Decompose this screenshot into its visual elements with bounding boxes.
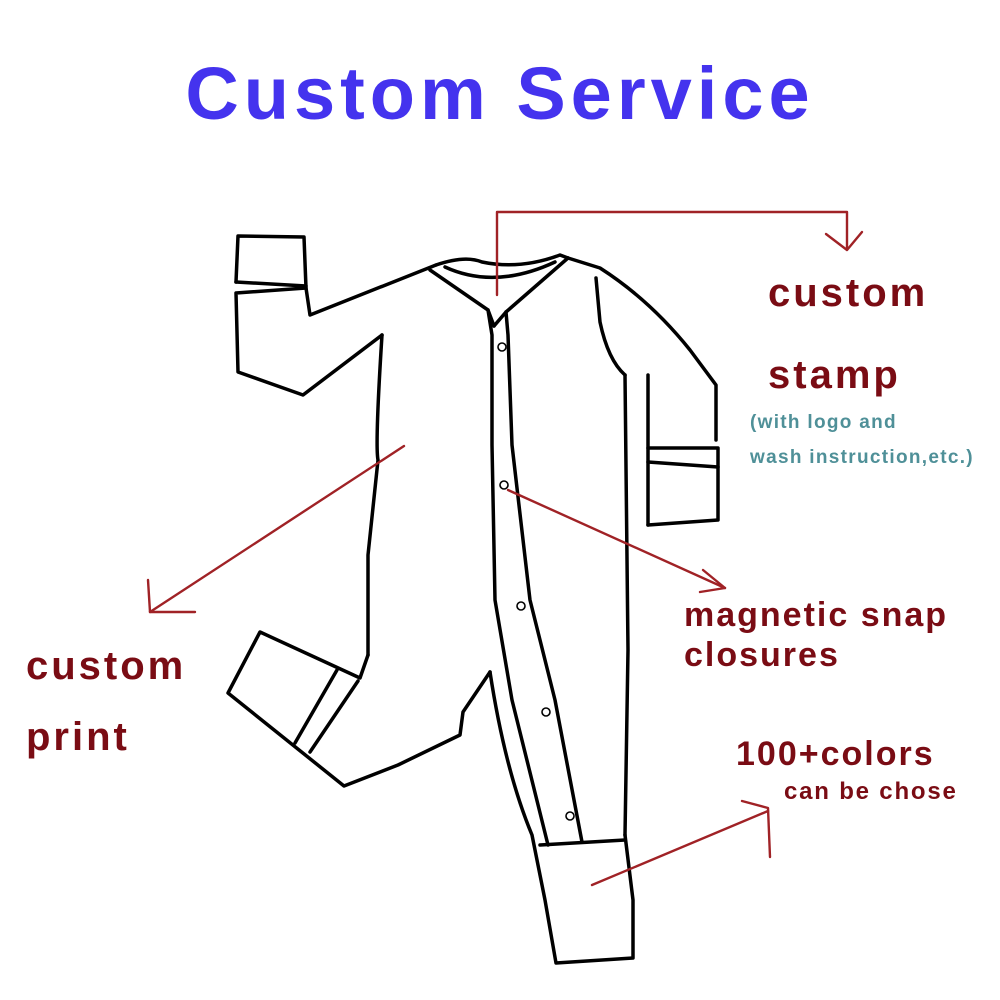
- left-foot-band-1: [293, 668, 339, 745]
- magnetic-snap-label-line1: magnetic snap: [684, 596, 949, 634]
- stamp-arrow-head: [824, 230, 864, 252]
- neckline-outer: [434, 253, 570, 267]
- pointer-arrows: [146, 210, 864, 887]
- inner-leg: [488, 670, 635, 965]
- left-leg: [226, 630, 492, 788]
- page-title: Custom Service: [185, 52, 815, 135]
- left-foot-band-2: [308, 679, 360, 754]
- right-mitten: [646, 446, 720, 527]
- placket-left: [486, 308, 550, 847]
- magnetic-snap-label-line2: closures: [684, 636, 840, 674]
- snap-button-5: [565, 811, 575, 821]
- left-sleeve: [234, 263, 438, 397]
- custom-stamp-label-line1: custom: [768, 271, 929, 315]
- colors-arrow: [590, 809, 770, 887]
- romper-outline: [226, 234, 720, 965]
- custom-print-label-line1: custom: [26, 644, 187, 688]
- right-mitten-cuff: [646, 460, 720, 469]
- right-sleeve-seam: [594, 276, 627, 377]
- snap-arrow: [506, 488, 727, 590]
- left-body-side: [366, 333, 384, 657]
- colors-arrow-head: [740, 799, 772, 859]
- colors-label-line2: can be chose: [784, 778, 958, 805]
- left-mitten-top: [234, 234, 308, 290]
- custom-stamp-note-line1: (with logo and: [750, 412, 897, 433]
- colors-label-line1: 100+colors: [736, 735, 935, 773]
- custom-stamp-label-line2: stamp: [768, 353, 901, 397]
- left-mitten-cuff: [234, 280, 308, 288]
- snap-button-2: [499, 480, 509, 490]
- snap-arrow-head: [698, 568, 727, 594]
- right-sleeve: [566, 256, 718, 442]
- placket-right: [504, 310, 584, 844]
- snap-buttons: [497, 342, 575, 821]
- print-arrow: [148, 444, 406, 614]
- stamp-arrow: [495, 210, 849, 297]
- snap-button-1: [497, 342, 507, 352]
- print-arrow-head: [146, 578, 197, 614]
- custom-print-label-line2: print: [26, 715, 130, 759]
- custom-stamp-note-line2: wash instruction,etc.): [750, 447, 974, 468]
- right-body-side: [623, 373, 630, 837]
- snap-button-4: [541, 707, 551, 717]
- snap-button-3: [516, 601, 526, 611]
